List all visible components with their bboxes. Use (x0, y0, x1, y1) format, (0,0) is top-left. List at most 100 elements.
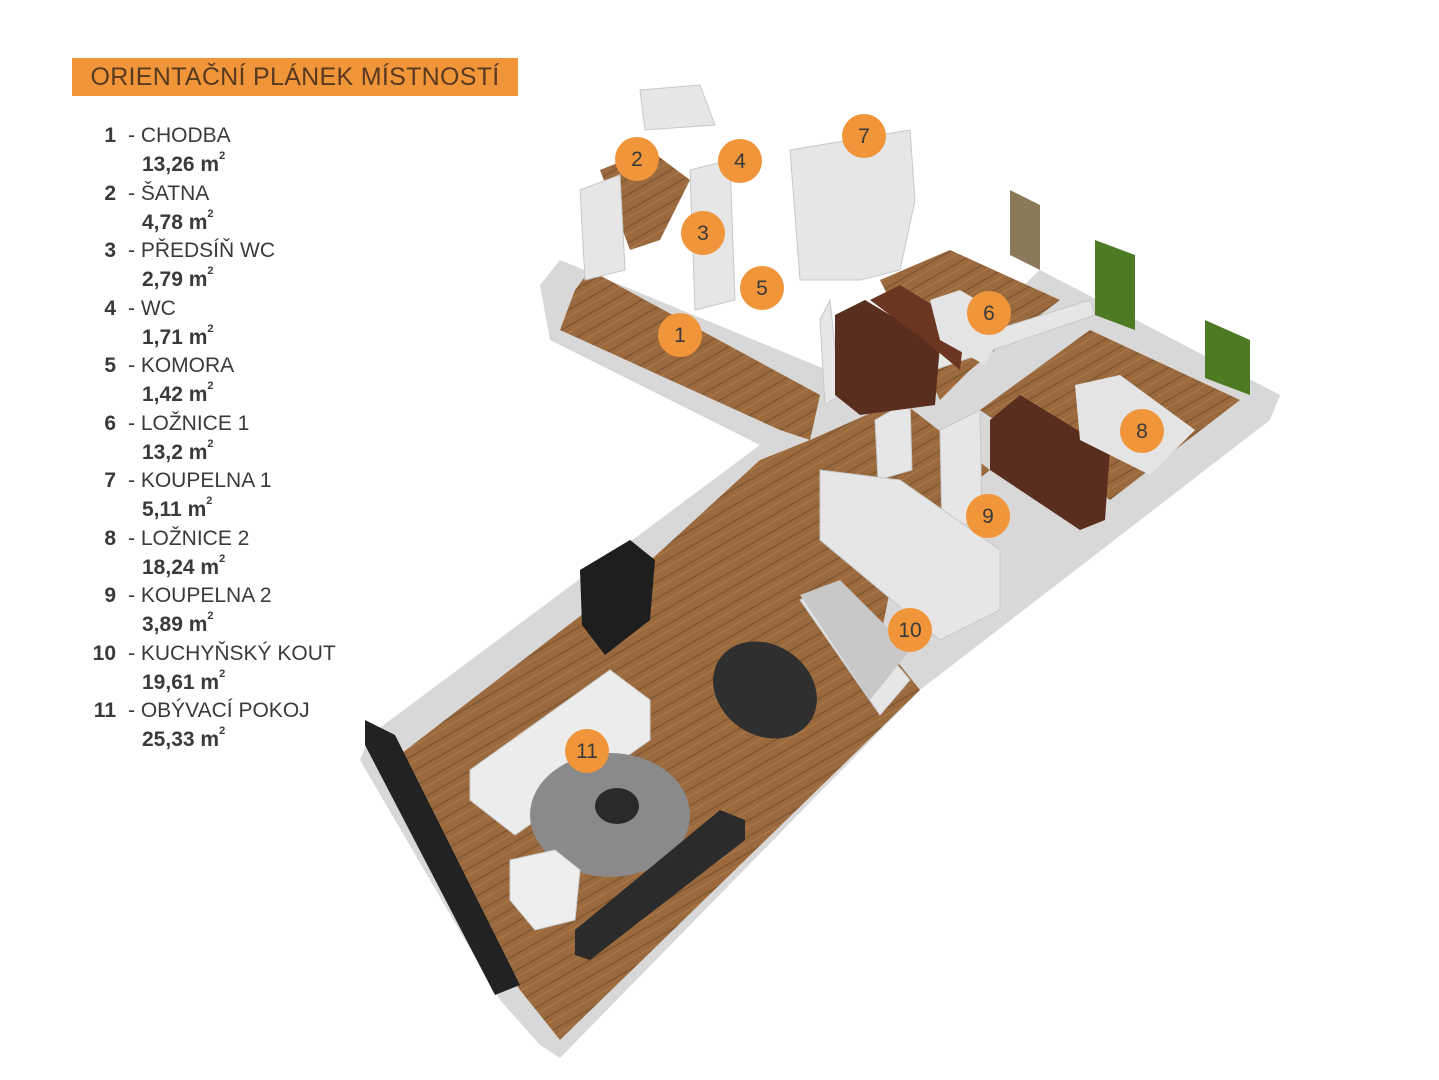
room-number: 11 (93, 699, 116, 722)
room-marker-3: 3 (681, 211, 725, 255)
room-number: 5 (104, 354, 116, 377)
room-area-value: 3,89 (142, 613, 189, 636)
room-area-exponent: 2 (219, 667, 226, 680)
legend-item: 3 - PŘEDSÍŇ WC 2,79 m2 (80, 237, 380, 295)
marker-circle (966, 494, 1010, 538)
room-area-value: 4,78 (142, 210, 189, 234)
legend-item: 4 - WC 1,71 m2 (80, 295, 380, 353)
marker-number: 6 (983, 302, 995, 325)
room-area-exponent: 2 (219, 552, 226, 565)
room-marker-7: 7 (842, 114, 886, 158)
marker-circle (658, 313, 702, 357)
room-area: 1,71 m2 (142, 323, 214, 350)
marker-number: 10 (898, 619, 921, 642)
room-area: 19,61 m2 (142, 667, 226, 695)
room-name: - WC (128, 296, 176, 320)
marker-circle (888, 608, 932, 652)
room-area-exponent: 2 (219, 150, 226, 162)
marker-circle (1120, 409, 1164, 453)
room-area-exponent: 2 (207, 207, 214, 220)
room-area-value: 1,71 (142, 325, 189, 349)
furniture (365, 190, 1250, 995)
room-area-unit: m (200, 555, 220, 579)
room-area-value: 19,61 (142, 670, 201, 694)
room-name: - CHODBA (128, 124, 231, 147)
room-name: - KOMORA (128, 354, 235, 377)
room-name: - KUCHYŇSKÝ KOUT (128, 641, 336, 665)
room-area-unit: m (188, 268, 208, 291)
room-marker-1: 1 (658, 313, 702, 357)
legend-item: 9 - KOUPELNA 2 3,89 m2 (80, 582, 380, 640)
room-number: 10 (92, 641, 116, 665)
room-number: 3 (104, 239, 116, 262)
room-area-value: 1,42 (142, 383, 189, 406)
room-area-exponent: 2 (207, 380, 214, 392)
room-number: 4 (104, 296, 116, 320)
marker-circle (681, 211, 725, 255)
room-marker-4: 4 (718, 139, 762, 183)
room-area: 18,24 m2 (142, 552, 226, 580)
room-area-exponent: 2 (207, 610, 214, 622)
room-area: 13,2 m2 (142, 437, 214, 465)
room-area-exponent: 2 (206, 495, 213, 507)
room-marker-11: 11 (565, 729, 609, 773)
room-area-unit: m (187, 498, 207, 521)
room-marker-6: 6 (967, 291, 1011, 335)
room-number: 8 (104, 526, 116, 550)
room-name: - ŠATNA (128, 181, 210, 205)
plan-title: ORIENTAČNÍ PLÁNEK MÍSTNOSTÍ (90, 63, 500, 91)
room-number: 9 (104, 584, 116, 607)
room-area: 5,11 m2 (142, 495, 213, 522)
room-name: - KOUPELNA 2 (128, 584, 272, 607)
marker-circle (615, 137, 659, 181)
room-area-unit: m (200, 728, 220, 751)
room-marker-2: 2 (615, 137, 659, 181)
marker-number: 2 (631, 148, 643, 171)
room-area-exponent: 2 (219, 725, 226, 737)
room-area-unit: m (200, 153, 220, 176)
marker-number: 9 (982, 505, 994, 528)
marker-number: 11 (576, 740, 598, 763)
marker-circle (842, 114, 886, 158)
room-area-exponent: 2 (207, 437, 214, 450)
room-area: 25,33 m2 (142, 725, 226, 752)
room-area-exponent: 2 (207, 265, 214, 277)
room-area: 1,42 m2 (142, 380, 214, 407)
marker-number: 1 (674, 324, 686, 347)
room-area-unit: m (188, 383, 208, 406)
legend-item: 5 - KOMORA 1,42 m2 (80, 352, 380, 410)
room-number: 7 (104, 469, 116, 492)
room-marker-8: 8 (1120, 409, 1164, 453)
room-area: 13,26 m2 (142, 150, 226, 177)
room-area-unit: m (188, 440, 208, 464)
room-name: - PŘEDSÍŇ WC (128, 239, 275, 262)
marker-circle (967, 291, 1011, 335)
marker-circle (718, 139, 762, 183)
room-area: 3,89 m2 (142, 610, 214, 637)
marker-circle (740, 266, 784, 310)
plan-title-banner: ORIENTAČNÍ PLÁNEK MÍSTNOSTÍ (72, 58, 518, 96)
room-area-value: 25,33 (142, 728, 201, 751)
room-number: 6 (104, 411, 116, 435)
room-name: - LOŽNICE 1 (128, 411, 250, 435)
marker-number: 4 (734, 150, 746, 173)
marker-circle (565, 729, 609, 773)
room-area-value: 18,24 (142, 555, 201, 579)
room-area-value: 13,2 (142, 440, 189, 464)
room-marker-9: 9 (966, 494, 1010, 538)
room-marker-10: 10 (888, 608, 932, 652)
room-area-value: 13,26 (142, 153, 201, 176)
room-area-unit: m (188, 210, 208, 234)
room-area: 4,78 m2 (142, 207, 214, 235)
room-area: 2,79 m2 (142, 265, 214, 292)
room-area-unit: m (200, 670, 220, 694)
